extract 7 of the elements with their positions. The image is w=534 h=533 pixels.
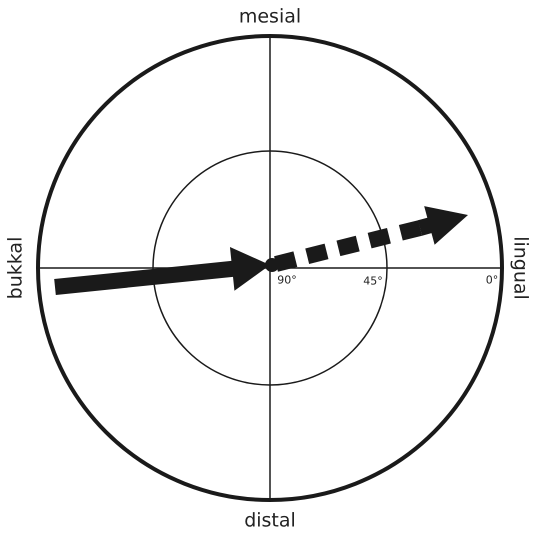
direction-label: mesial xyxy=(238,8,302,26)
angle-label: 90° xyxy=(277,274,297,286)
direction-label: lingual xyxy=(510,236,530,300)
angle-label: 45° xyxy=(363,276,383,286)
angle-label: 0° xyxy=(486,274,498,286)
direction-label: bukkal xyxy=(6,236,26,300)
direction-label: distal xyxy=(244,512,296,530)
